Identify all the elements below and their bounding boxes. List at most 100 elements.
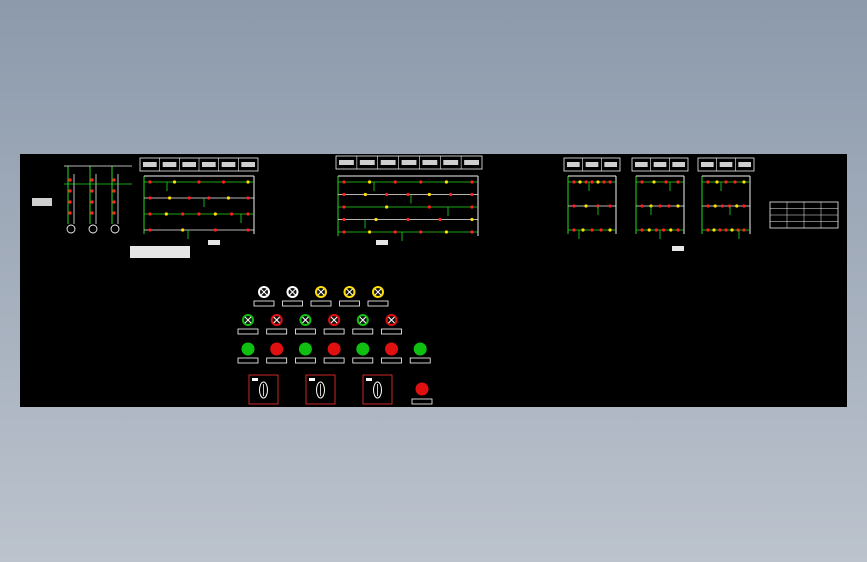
indicator-cross [317,288,325,296]
control-circuit-c [563,157,621,239]
breaker-contact [112,211,116,215]
title-block-text [585,162,599,167]
contact [572,180,576,184]
contact [427,192,431,197]
contact [652,180,656,184]
motor-symbol [88,224,98,234]
contact [599,228,603,232]
contact [581,228,585,232]
selector-label [309,378,315,381]
drawing-label [672,246,684,251]
contact [374,217,378,222]
pilot-indicator [352,314,374,335]
drawing-sheet[interactable] [20,154,847,407]
nameplate [237,357,259,364]
indicator-cross [346,288,353,296]
contact [706,180,710,184]
contact [572,228,576,232]
title-block-text [339,160,354,165]
breaker-contact [68,189,72,193]
contact [368,230,372,234]
contact [715,180,719,184]
breaker-contact [90,189,94,193]
indicator-cross [330,316,338,324]
title-block-text [401,160,417,165]
contact [449,192,453,197]
schematic-canvas [32,155,839,405]
contact [393,230,397,234]
title-block-text [380,160,396,165]
title-block-text [443,160,459,165]
pilot-indicator [266,314,288,335]
indicator-cross [244,316,252,324]
contact [342,180,346,184]
selector-frame [305,374,336,405]
contact [470,217,474,222]
pilot-indicator [323,314,345,335]
indicator-cross [388,316,395,324]
contact [230,212,234,216]
contact [470,230,474,234]
title-block-text [672,162,685,167]
contact [584,180,588,184]
pilot-indicator [294,314,316,335]
contact [148,196,152,200]
indicator-cross [359,316,367,324]
contact [713,204,717,208]
title-block [631,157,689,172]
nameplate [294,328,316,335]
title-block-text [202,162,216,167]
contact [676,180,680,184]
selector-knob [259,381,268,399]
pilot-indicator [339,286,360,307]
contact [730,228,734,232]
nameplate [282,300,303,307]
contact [640,180,644,184]
contact [148,228,152,232]
title-block [697,157,755,172]
nameplate [323,328,345,335]
nameplate [237,328,259,335]
contact [742,204,746,208]
contact [724,180,728,184]
selector-switch [305,374,336,405]
contact [438,217,442,222]
title-block-text [738,162,751,167]
contact [590,228,594,232]
motor-symbol [66,224,76,234]
lamp-red [323,342,345,364]
contact [427,205,431,209]
contact [187,196,191,200]
contact [664,180,668,184]
breaker-contact [68,200,72,204]
contact [172,180,177,184]
breaker-contact [90,178,94,182]
contact [368,180,372,184]
control-circuit-d [631,157,689,239]
contact [596,180,600,184]
nameplate [381,357,402,364]
breaker-contact [68,178,72,182]
contact [608,228,612,232]
title-block-text [635,162,648,167]
ladder-circuit [701,175,751,239]
indicator-cross [273,316,281,324]
title-block-text [719,162,733,167]
contact [720,204,725,208]
drawing-label [376,240,388,245]
contact [735,204,739,208]
lamp-green [409,342,431,364]
contact [419,230,423,234]
lamp-body [385,342,398,356]
control-panel-layout [237,286,433,405]
contact [197,180,201,184]
contact [676,228,680,232]
contact [148,212,152,216]
contact [470,192,474,197]
nameplate [266,357,288,364]
breaker-contact [90,211,94,215]
indicator-cross [260,288,268,296]
contact [742,180,746,184]
contact [246,180,250,184]
